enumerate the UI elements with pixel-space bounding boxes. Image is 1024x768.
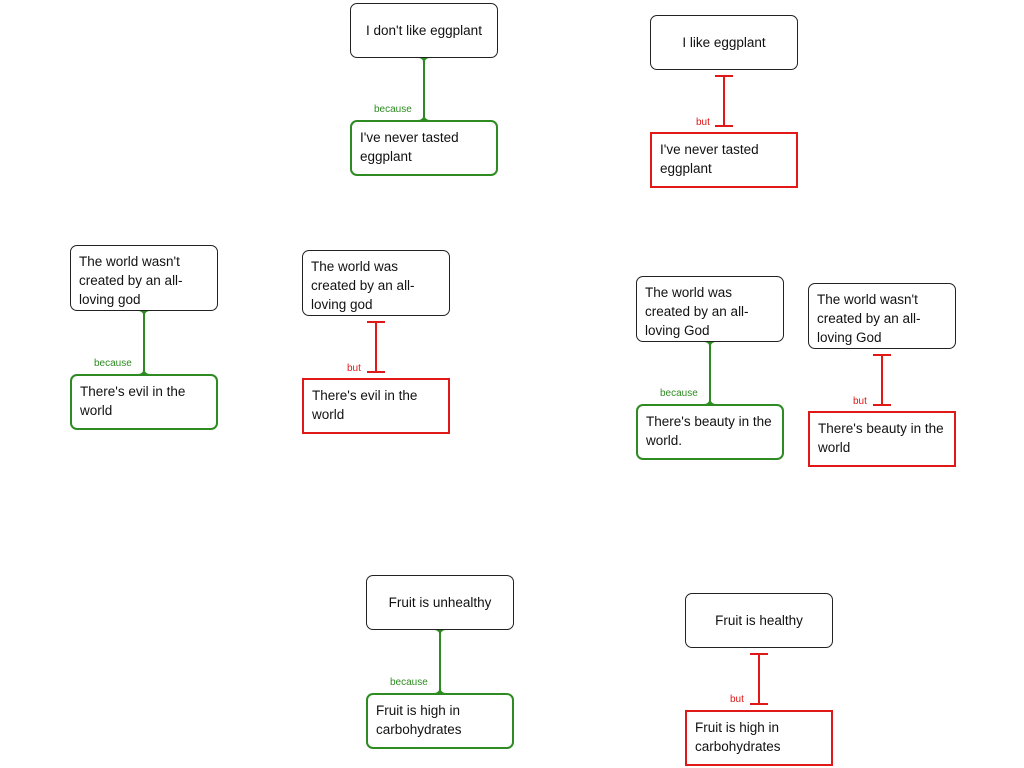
claim-box-like-eggplant[interactable]: I like eggplant <box>650 15 798 70</box>
connector-flare-bottom <box>138 366 150 374</box>
connector-flare-top <box>138 311 150 319</box>
claim-box-fruit-healthy[interactable]: Fruit is healthy <box>685 593 833 648</box>
connector-flare-top <box>434 630 446 638</box>
because-label: because <box>660 388 698 399</box>
objection-box-never-tasted-eggplant[interactable]: I've never tasted eggplant <box>650 132 798 188</box>
but-label: but <box>730 694 744 705</box>
claim-box-dont-like-eggplant[interactable]: I don't like eggplant <box>350 3 498 58</box>
objection-box-fruit-high-carbs[interactable]: Fruit is high in carbohydrates <box>685 710 833 766</box>
because-label: because <box>390 677 428 688</box>
claim-box-world-not-created-by-god-capital[interactable]: The world wasn't created by an all-lovin… <box>808 283 956 349</box>
claim-box-fruit-unhealthy[interactable]: Fruit is unhealthy <box>366 575 514 630</box>
connector-flare-bottom <box>418 112 430 120</box>
claim-box-world-created-by-god-capital[interactable]: The world was created by an all-loving G… <box>636 276 784 342</box>
reason-box-beauty-in-world[interactable]: There's beauty in the world. <box>636 404 784 460</box>
connector-flare-top <box>418 58 430 66</box>
but-label: but <box>696 117 710 128</box>
connector-flare-bottom <box>704 396 716 404</box>
but-label: but <box>853 396 867 407</box>
claim-box-world-not-created-by-god[interactable]: The world wasn't created by an all-lovin… <box>70 245 218 311</box>
but-label: but <box>347 363 361 374</box>
reason-box-never-tasted-eggplant[interactable]: I've never tasted eggplant <box>350 120 498 176</box>
reason-box-evil-in-world[interactable]: There's evil in the world <box>70 374 218 430</box>
reason-box-fruit-high-carbs[interactable]: Fruit is high in carbohydrates <box>366 693 514 749</box>
connector-flare-bottom <box>434 685 446 693</box>
objection-box-evil-in-world[interactable]: There's evil in the world <box>302 378 450 434</box>
because-label: because <box>94 358 132 369</box>
objection-box-beauty-in-world[interactable]: There's beauty in the world <box>808 411 956 467</box>
because-label: because <box>374 104 412 115</box>
connector-flare-top <box>704 342 716 350</box>
claim-box-world-created-by-god[interactable]: The world was created by an all-loving g… <box>302 250 450 316</box>
